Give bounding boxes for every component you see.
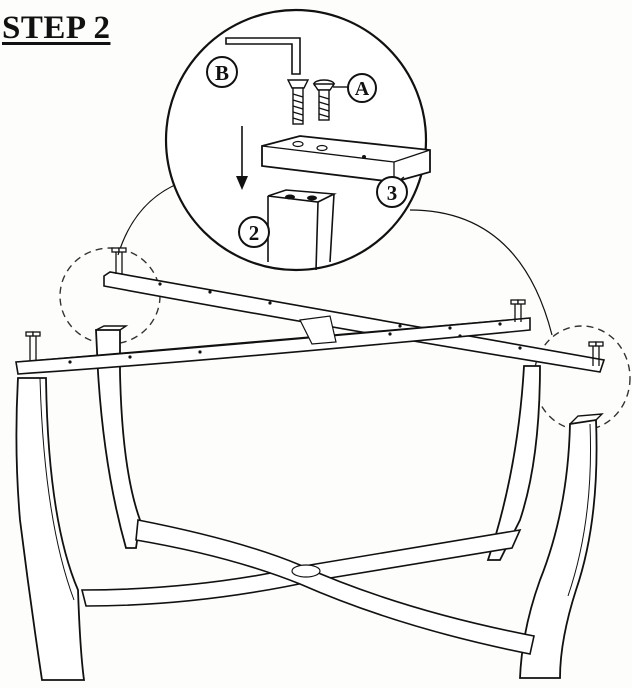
- allen-key: [225, 37, 301, 75]
- down-arrow-icon: [236, 126, 248, 190]
- leg-front-right: [519, 418, 598, 679]
- callout-b: B: [206, 56, 238, 88]
- rail-block-dot: [362, 155, 366, 159]
- stretcher-b: [135, 519, 535, 655]
- step-title: STEP 2: [2, 10, 111, 46]
- top-rail-cross: [15, 317, 531, 375]
- callout-3-label: 3: [387, 181, 398, 205]
- callout-a: A: [333, 73, 377, 103]
- stretcher-hub: [291, 564, 321, 578]
- bolt-group-front-right: [588, 341, 604, 366]
- leg-back-right: [486, 365, 541, 561]
- leg-back-left-top: [95, 325, 129, 331]
- callout-a-label: A: [355, 78, 370, 100]
- leg-front-right-edge: [567, 423, 592, 597]
- bolt-left: [286, 79, 310, 125]
- callout-b-label: B: [215, 61, 229, 85]
- detail-contents: [225, 37, 431, 271]
- highlight-circle-right: [533, 325, 631, 431]
- rail-holes: [68, 282, 522, 364]
- callout-2: 2: [238, 216, 270, 248]
- rail-block-hole-2: [316, 144, 328, 152]
- leg-front-left: [15, 377, 86, 681]
- rail-block-hole-1: [292, 140, 304, 148]
- callout-3: 3: [376, 176, 408, 208]
- callout-2-label: 2: [249, 221, 260, 245]
- leader-arc-left: [117, 181, 183, 256]
- top-rail-cross-edge: [15, 317, 531, 363]
- leg-top-hole-1: [285, 194, 295, 200]
- bolt-right: [312, 79, 336, 121]
- rail-block: [261, 135, 431, 183]
- top-rail-diagonal-edge: [109, 271, 605, 361]
- leg-front-right-top: [569, 413, 604, 425]
- leg-back-left: [95, 329, 141, 549]
- bolt-group-back-right: [510, 299, 526, 322]
- leg-front-left-edge: [39, 377, 75, 601]
- bolt-group-front-left: [25, 331, 41, 360]
- leg-top-hole-2: [307, 195, 317, 201]
- bolt-group-back-left: [111, 247, 127, 274]
- rail-joint: [299, 315, 337, 345]
- leader-arc-right: [409, 209, 553, 336]
